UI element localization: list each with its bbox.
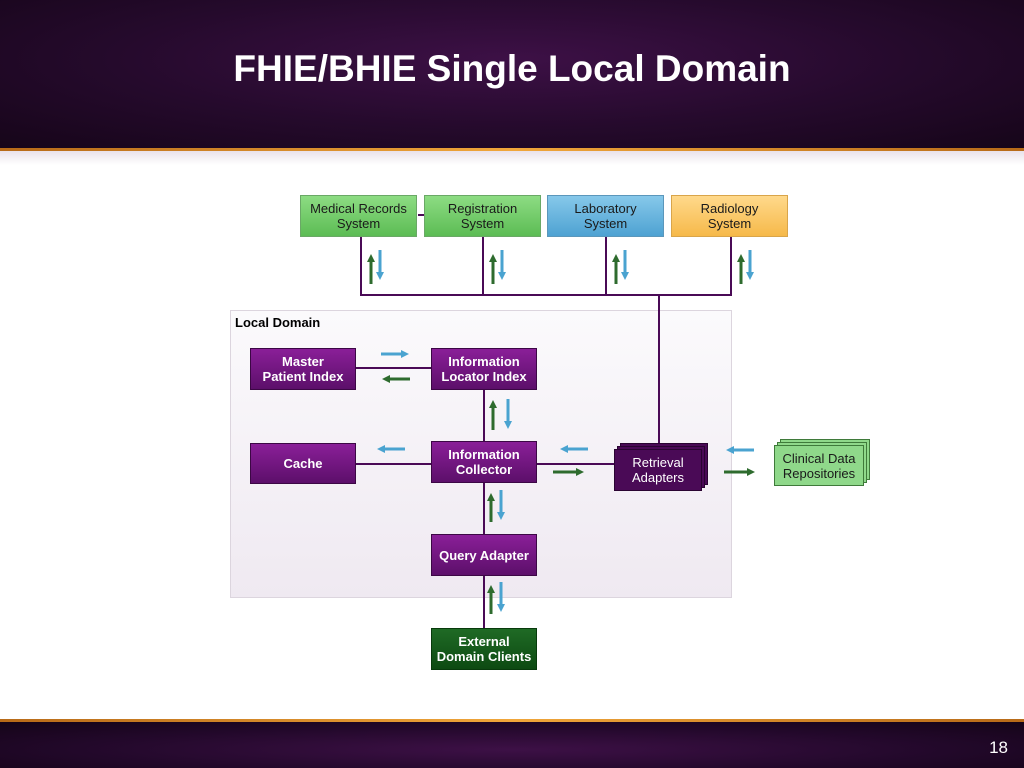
laboratory-line1: Laboratory xyxy=(574,201,637,216)
header-fade xyxy=(0,151,1024,165)
retrieval-line1: Retrieval xyxy=(632,455,684,470)
radiology-line2: System xyxy=(707,216,752,231)
ili-line2: Locator Index xyxy=(441,369,527,384)
ic-line1: Information xyxy=(448,447,520,462)
registration-line2: System xyxy=(460,216,505,231)
header-accent-line xyxy=(0,148,1024,151)
slide-footer xyxy=(0,722,1024,768)
mpi-line1: Master xyxy=(282,354,324,369)
retrieval-line2: Adapters xyxy=(631,470,685,485)
cache-box: Cache xyxy=(250,443,356,484)
local-domain-label: Local Domain xyxy=(235,315,321,330)
system-bus-line xyxy=(355,214,732,628)
medical-records-line2: System xyxy=(336,216,381,231)
medical-records-line1: Medical Records xyxy=(310,201,407,216)
ili-line1: Information xyxy=(448,354,520,369)
cdr-line1: Clinical Data xyxy=(782,450,856,466)
footer-accent-line xyxy=(0,719,1024,722)
mpi-line2: Patient Index xyxy=(262,369,344,384)
page-number: 18 xyxy=(989,738,1008,757)
query-adapter-label: Query Adapter xyxy=(439,547,529,563)
registration-line1: Registration xyxy=(447,201,518,216)
cache-label: Cache xyxy=(283,456,323,471)
ic-line2: Collector xyxy=(455,462,513,477)
edc-line2: Domain Clients xyxy=(436,649,532,664)
slide-header xyxy=(0,0,1024,148)
laboratory-line2: System xyxy=(583,216,628,231)
cdr-line2: Repositories xyxy=(782,465,856,481)
edc-line1: External xyxy=(458,634,510,649)
query-adapter-box: Query Adapter xyxy=(431,534,537,576)
radiology-line1: Radiology xyxy=(700,201,759,216)
slide-title: FHIE/BHIE Single Local Domain xyxy=(233,48,791,89)
